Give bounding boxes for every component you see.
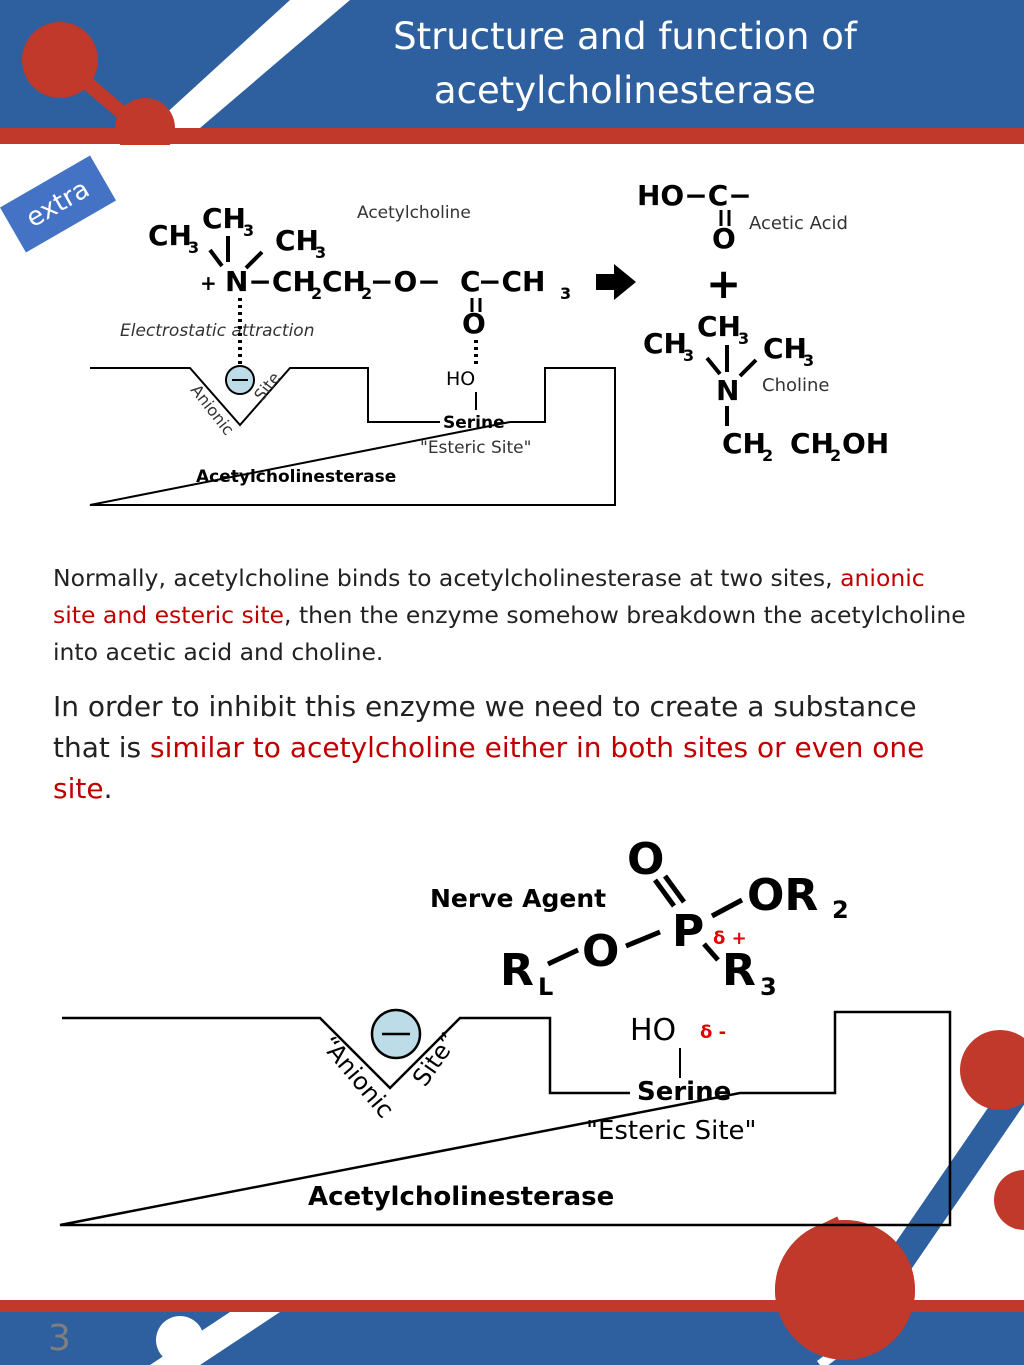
svg-text:3: 3 [243,221,254,240]
svg-text:HO−C−: HO−C− [637,179,752,212]
para2-text: In order to inhibit this enzyme we need … [53,690,917,764]
serine-label: Serine [637,1077,731,1107]
svg-text:R: R [722,945,756,996]
enzyme-outline [89,367,616,506]
svg-text:3: 3 [738,329,749,348]
svg-text:CH: CH [790,427,834,460]
molecule-atom-icon [960,1030,1024,1110]
svg-text:O: O [627,834,664,885]
ho-label: HO [630,1013,676,1048]
inhibition-paragraph: In order to inhibit this enzyme we need … [53,686,953,809]
svg-text:N: N [716,374,739,407]
para2-highlight: similar to acetylcholine either in both … [53,731,925,805]
choline-label: Choline [762,375,829,396]
svg-text:2: 2 [361,284,372,303]
page-number: 3 [48,1318,71,1359]
svg-text:2: 2 [311,284,322,303]
svg-text:O: O [462,307,486,340]
svg-text:3: 3 [188,238,199,257]
header-stripe [150,0,350,128]
svg-text:3: 3 [683,346,694,365]
svg-text:OR: OR [747,870,818,921]
choline-structure: CH3 CH3 CH3 N CH2 CH2 OH [643,310,889,465]
svg-text:CH: CH [322,265,366,298]
header-banner [0,0,1024,158]
esteric-site-label: "Esteric Site" [420,438,531,458]
svg-text:CH: CH [722,427,766,460]
svg-text:R: R [500,945,534,996]
acetic-acid-structure: HO−C− O [637,179,752,255]
svg-text:3: 3 [315,243,326,262]
svg-text:2: 2 [762,446,773,465]
svg-text:2: 2 [832,896,849,924]
enzyme-label: Acetylcholinesterase [308,1182,614,1212]
svg-text:+: + [200,271,217,295]
para2-text-end: . [103,772,113,805]
molecule-atom-icon [22,22,98,98]
ho-label: HO [446,368,475,390]
electrostatic-label: Electrostatic attraction [120,321,314,341]
svg-text:3: 3 [760,973,777,1001]
reaction-arrow-icon [596,264,636,300]
nerve-agent-label: Nerve Agent [430,884,606,913]
slide-header: Structure and function of acetylcholines… [0,0,1024,158]
svg-text:−O−: −O− [370,265,441,298]
para1-highlight: anionic site and esteric site [53,564,925,629]
svg-text:P: P [672,906,704,957]
site-label: Site [250,369,284,405]
svg-text:CH: CH [643,327,687,360]
para1-text: Normally, acetylcholine binds to acetylc… [53,564,841,592]
serine-label: Serine [443,413,505,433]
svg-text:C: C [460,265,481,298]
svg-text:L: L [538,973,553,1001]
molecule-atom-icon [994,1170,1024,1230]
svg-text:CH: CH [202,202,246,235]
svg-text:3: 3 [803,351,814,370]
para1-text-end: , then the enzyme somehow breakdown the … [53,601,966,666]
description-paragraph: Normally, acetylcholine binds to acetylc… [53,560,973,671]
svg-text:CH: CH [275,224,319,257]
molecule-atom-icon [115,98,175,158]
svg-text:2: 2 [830,446,841,465]
svg-text:CH: CH [148,219,192,252]
title-line-2: acetylcholinesterase [433,69,817,112]
page-title: Structure and function of acetylcholines… [330,10,920,118]
enzyme-label: Acetylcholinesterase [196,467,396,487]
delta-plus-label: δ + [713,928,747,949]
svg-text:CH: CH [763,332,807,365]
svg-text:−CH: −CH [478,265,545,298]
title-line-1: Structure and function of [393,15,857,58]
svg-text:N−CH: N−CH [225,265,316,298]
enzyme-outline [59,1010,952,1227]
esteric-site-label: "Esteric Site" [586,1116,756,1146]
delta-minus-label: δ - [700,1022,726,1043]
svg-text:O: O [582,926,619,977]
plus-icon: + [706,259,741,308]
svg-text:CH: CH [697,310,741,343]
acetylcholine-label: Acetylcholine [357,203,471,223]
svg-text:O: O [712,222,736,255]
acetic-acid-label: Acetic Acid [749,213,848,234]
svg-text:3: 3 [560,284,571,303]
svg-text:OH: OH [842,427,889,460]
